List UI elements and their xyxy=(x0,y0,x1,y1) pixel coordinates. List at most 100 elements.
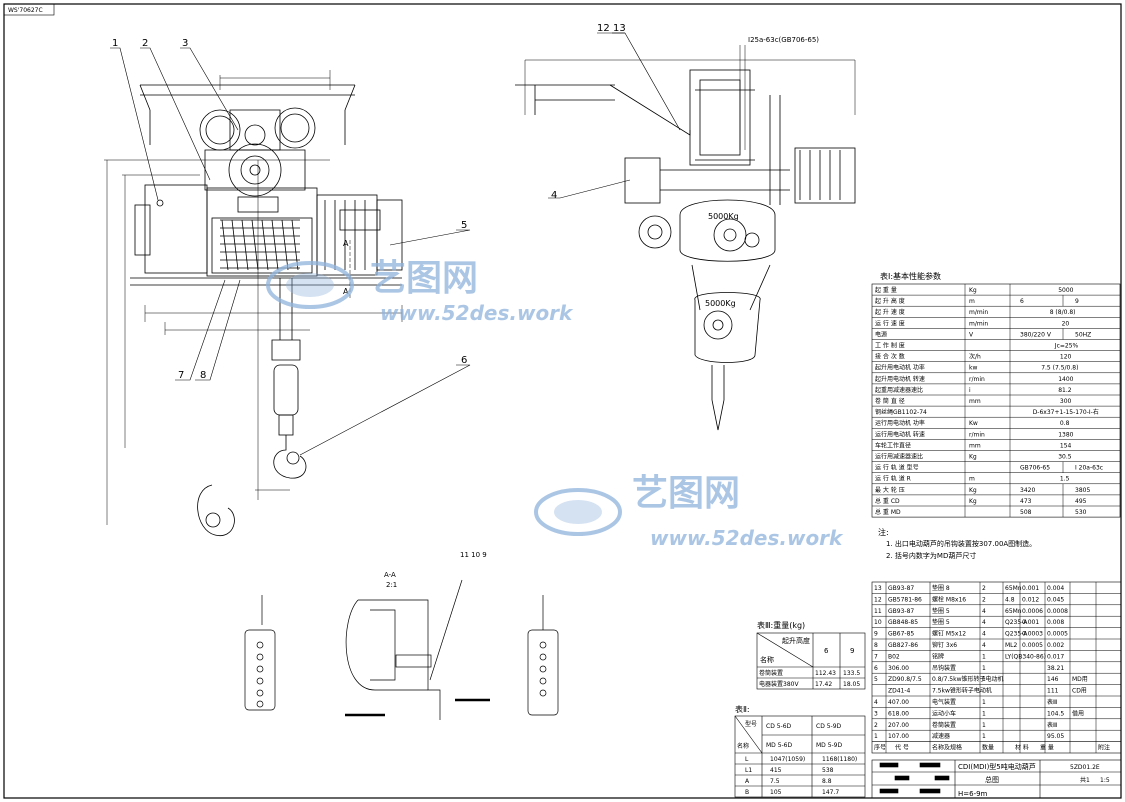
table1-row-label: 起 升 高 度 xyxy=(875,297,905,305)
bom-cell: LY(QB340-86) xyxy=(1005,653,1046,660)
bom-cell: 电气装置 xyxy=(932,698,956,706)
bom-cell: GB93-87 xyxy=(888,585,914,592)
table1-row-label: 钢丝绳GB1102-74 xyxy=(875,408,927,416)
bom-cell: GB827-86 xyxy=(888,642,918,649)
table1-row-label: 运 行 速 度 xyxy=(875,319,905,327)
callout-13: 13 xyxy=(613,23,626,34)
hook-load-upper: 5000Kg xyxy=(708,212,739,221)
table1-row-unit: i xyxy=(969,387,971,394)
table1-row-value: 1.5 xyxy=(1060,476,1070,483)
bom-cell: 4 xyxy=(982,642,986,649)
bom-cell: 运动小车 xyxy=(932,709,956,717)
bom-cell: 4 xyxy=(982,608,986,615)
hook-load-lower: 5000Kg xyxy=(705,299,736,308)
bom-cell: Q235-A xyxy=(1005,631,1028,638)
bom-cell: 0.045 xyxy=(1047,596,1064,603)
bom-cell: 65Mn xyxy=(1005,608,1022,615)
bom-cell: 207.00 xyxy=(888,722,909,729)
table1-row-value2: 50HZ xyxy=(1075,331,1091,338)
bom-cell: 107.00 xyxy=(888,733,909,740)
table2-row-label: L xyxy=(745,756,749,763)
table1-row-value: 300 xyxy=(1060,398,1072,405)
table2-row-v1: 7.5 xyxy=(770,778,780,785)
bom-cell: 95.05 xyxy=(1047,733,1064,740)
bom-cell: 2 xyxy=(982,585,986,592)
bom-cell: 65Mn xyxy=(1005,585,1022,592)
bom-cell: 垫圈 8 xyxy=(932,584,950,592)
table1-row-value: 473 xyxy=(1020,498,1032,505)
section-mark-a2: A xyxy=(343,287,349,296)
table1-row-unit: m/min xyxy=(969,320,988,327)
callout-4: 4 xyxy=(551,190,557,201)
bom-cell: 306.00 xyxy=(888,665,909,672)
bom-header-cell: 重 量 xyxy=(1040,744,1054,752)
bom-cell: 垫圈 5 xyxy=(932,607,950,615)
bom-cell: 卷筒装置 xyxy=(932,721,956,729)
table1-row-label: 运行用电动机 功率 xyxy=(875,419,925,427)
aa-section-title: A-A xyxy=(384,571,396,579)
bom-cell: 4.8 xyxy=(1005,596,1015,603)
bom-cell: 1 xyxy=(982,676,986,683)
table3-r2-name: 电器装置380V xyxy=(759,680,799,688)
bom-cell: 减速器 xyxy=(932,732,950,740)
front-view xyxy=(104,70,403,536)
bom-cell: GB5781-86 xyxy=(888,596,922,603)
bom-cell: 13 xyxy=(874,585,882,592)
title-height: H=6-9m xyxy=(958,790,988,798)
table1-row-value: 30.5 xyxy=(1058,454,1072,461)
side-callout-leaders xyxy=(548,32,681,199)
bom-cell: ZD90.8/7.5 xyxy=(888,676,922,683)
table2-head2-c1: MD 5-6D xyxy=(766,742,793,749)
watermark-url-1: www.52des.work xyxy=(380,301,574,325)
watermark-brand-2: 艺图网 xyxy=(632,473,740,514)
table2-head-c2: CD 5-9D xyxy=(816,723,842,730)
aa-section-scale: 2:1 xyxy=(386,581,397,589)
detail-callouts: 11 10 9 xyxy=(460,551,487,559)
bom-cell: 111 xyxy=(1047,688,1059,695)
table1-row-value: 8 (8/0.8) xyxy=(1050,309,1076,316)
table1-row-unit: V xyxy=(969,331,974,338)
table1-row-unit: m/min xyxy=(969,309,988,316)
title-drawing-no: 5ZD01.2E xyxy=(1070,764,1100,771)
bom-cell: 8 xyxy=(874,642,878,649)
note-2: 2. 括号内数字为MD葫芦尺寸 xyxy=(886,551,976,560)
side-view xyxy=(515,45,856,431)
table1-row-unit: Kg xyxy=(969,487,977,494)
table1-row-unit: Kg xyxy=(969,287,977,294)
title-scale: 1:5 xyxy=(1100,777,1110,784)
bom-cell: GB93-87 xyxy=(888,608,914,615)
table3-r1-v1: 112.43 xyxy=(815,670,836,677)
table1-row-label: 最 大 轮 压 xyxy=(875,486,905,494)
bom-cell: 12 xyxy=(874,596,882,603)
bom-cell: 4 xyxy=(982,619,986,626)
bom-cell: 表Ⅲ xyxy=(1047,721,1057,729)
bom-cell: 螺钉 M5x12 xyxy=(932,630,966,638)
bom-cell: 11 xyxy=(874,608,882,615)
watermark-logo-1: 艺图网 www.52des.work xyxy=(266,258,574,325)
table1-row-label: 总 重 CD xyxy=(875,497,900,505)
bom-cell: 1 xyxy=(982,699,986,706)
bom-cell: 10 xyxy=(874,619,882,626)
bom-cell: 0.002 xyxy=(1047,642,1064,649)
bom-cell: MD用 xyxy=(1072,676,1088,683)
bom-cell: 0.0006 xyxy=(1022,608,1043,615)
callout-2: 2 xyxy=(142,38,148,49)
bom-cell: Q235-A xyxy=(1005,619,1028,626)
weight-table xyxy=(756,632,866,690)
bom-header-cell: 材 料 xyxy=(1015,744,1029,752)
table1-row-value: D-6x37+1-15-170-Ⅰ-右 xyxy=(1033,408,1099,416)
table1-row-label: 车轮工作直径 xyxy=(875,441,911,449)
callout-8: 8 xyxy=(200,370,206,381)
section-mark-a1: A xyxy=(343,239,349,248)
table1-row-value2: 3805 xyxy=(1075,487,1090,494)
title-product: CDI(MDI)型5吨电动葫芦 xyxy=(958,762,1036,771)
bom-cell: 0.0005 xyxy=(1047,631,1068,638)
table1-row-unit: m xyxy=(969,298,975,305)
table2-row-v1: 105 xyxy=(770,789,782,796)
bom-header-cell: 序号 xyxy=(874,744,886,752)
table1-row-label: 起 升 速 度 xyxy=(875,308,905,316)
table2-row-v2: 8.8 xyxy=(822,778,832,785)
